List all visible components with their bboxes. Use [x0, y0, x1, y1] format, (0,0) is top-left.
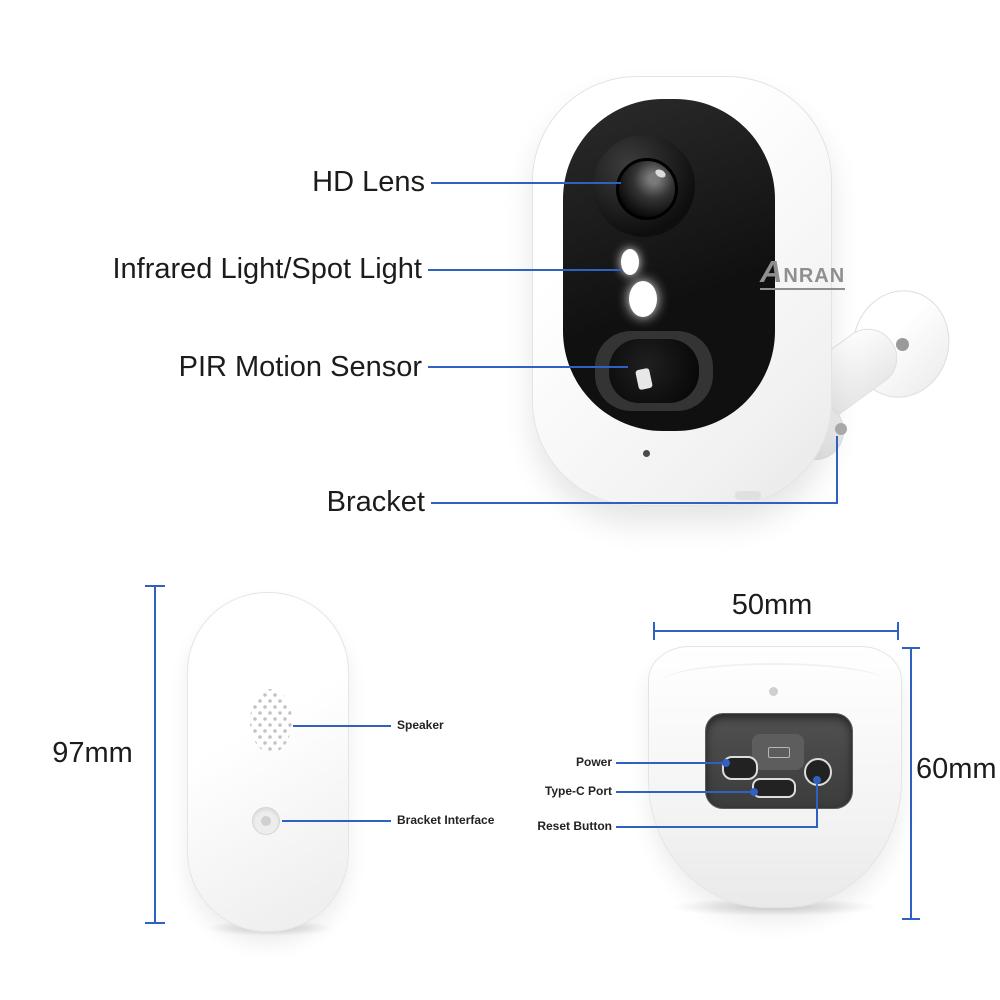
- bracket-leader-line-horizontal: [431, 502, 838, 504]
- speaker-holes: [250, 689, 292, 753]
- ir-light-small: [621, 249, 639, 275]
- type-c-label: Type-C Port: [544, 784, 612, 798]
- dim-cap-60mm-bottom: [902, 918, 920, 920]
- pir-sensor-module: [595, 331, 713, 411]
- hd-lens-leader-line: [431, 182, 621, 184]
- power-label: Power: [575, 755, 612, 769]
- bracket-interface-label: Bracket Interface: [397, 813, 495, 827]
- camera-side-view: [187, 592, 349, 932]
- pir-leader-line: [428, 366, 628, 368]
- type-c-port: [752, 778, 796, 798]
- spot-light-large: [629, 281, 657, 317]
- reset-leader-line-horizontal: [616, 826, 818, 828]
- lens-inner: [616, 158, 678, 220]
- infrared-spot-label: Infrared Light/Spot Light: [112, 253, 422, 285]
- bracket-label: Bracket: [326, 486, 425, 518]
- pir-sensor-window: [609, 339, 699, 403]
- bracket-screw-hole: [835, 423, 847, 435]
- speaker-label: Speaker: [397, 718, 444, 732]
- infrared-leader-line: [428, 269, 622, 271]
- port-marking-glyph: [768, 747, 790, 758]
- dim-label-60mm: 60mm: [916, 753, 997, 785]
- dim-label-97mm: 97mm: [52, 737, 133, 769]
- camera-front-view: [532, 76, 832, 506]
- dim-line-50mm: [654, 630, 898, 632]
- anran-logo-rest: NRAN: [783, 265, 846, 287]
- anran-logo: ANRAN: [760, 254, 846, 290]
- mic-hole: [643, 450, 650, 457]
- bracket-leader-line-vertical: [836, 436, 838, 504]
- type-c-leader-dot: [750, 788, 758, 796]
- dim-cap-97mm-bottom: [145, 922, 165, 924]
- lens-glint: [654, 167, 667, 180]
- dim-line-60mm: [910, 648, 912, 920]
- dim-cap-97mm-top: [145, 585, 165, 587]
- dim-line-97mm: [154, 586, 156, 924]
- hd-lens-label: HD Lens: [312, 166, 425, 198]
- reset-leader-line-vertical: [816, 782, 818, 828]
- mount-plate-hole: [896, 338, 909, 351]
- camera-lens: [593, 135, 695, 237]
- speaker-leader-line: [293, 725, 391, 727]
- camera-front-panel: [563, 99, 775, 431]
- dim-label-50mm: 50mm: [731, 589, 813, 621]
- anran-logo-a: A: [760, 254, 784, 289]
- bracket-interface-leader-line: [282, 820, 391, 822]
- bottom-view-crease: [663, 663, 885, 699]
- type-c-leader-line: [616, 791, 756, 793]
- bracket-interface-inner: [261, 816, 271, 826]
- reset-button-port: [804, 758, 832, 786]
- dim-cap-50mm-right: [897, 622, 899, 640]
- dim-cap-50mm-left: [653, 622, 655, 640]
- bottom-notch: [735, 491, 761, 500]
- bracket-interface-port: [252, 807, 280, 835]
- bottom-view-dot: [769, 687, 778, 696]
- pir-sensor-label: PIR Motion Sensor: [178, 351, 422, 383]
- power-leader-dot: [722, 759, 730, 767]
- port-marking-block: [752, 734, 804, 770]
- dim-cap-60mm-top: [902, 647, 920, 649]
- pir-sensor-glint: [635, 367, 653, 391]
- reset-leader-dot: [813, 776, 821, 784]
- power-leader-line: [616, 762, 728, 764]
- camera-bottom-view: [648, 646, 902, 908]
- reset-label: Reset Button: [537, 819, 612, 833]
